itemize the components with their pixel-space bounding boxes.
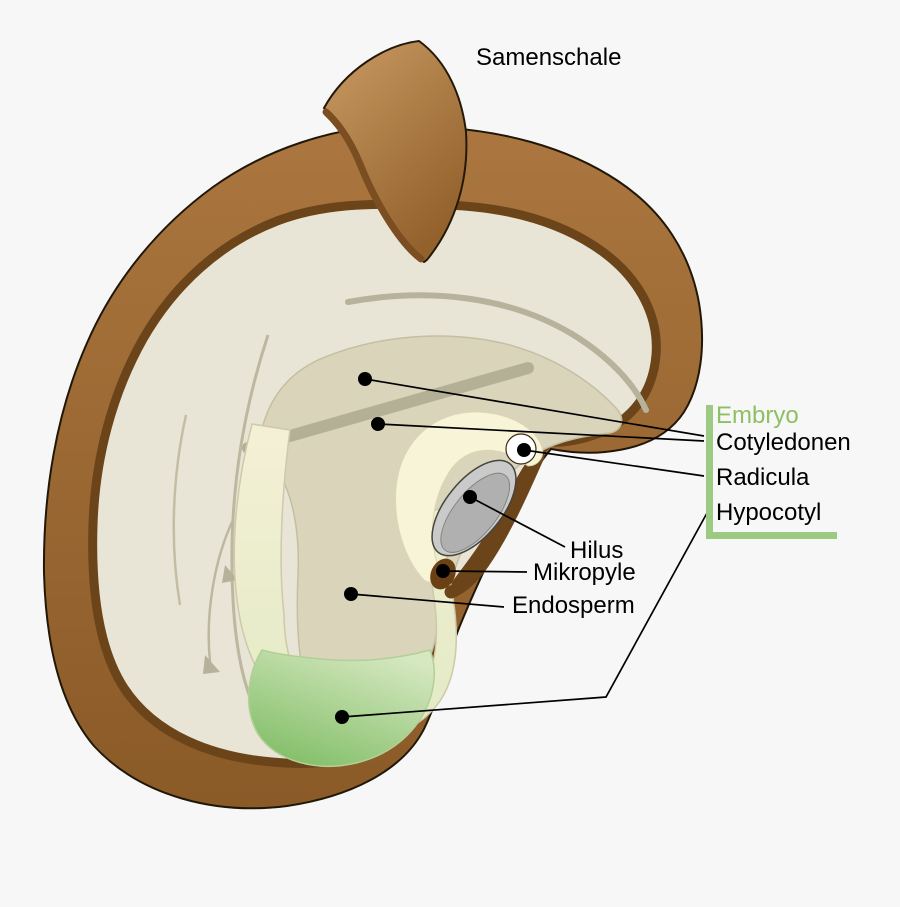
line-cotyledon-lower [377, 423, 705, 442]
label-endosperm: Endosperm [512, 592, 635, 619]
dot-hilus [463, 490, 477, 504]
line-hypocotyl [341, 512, 708, 718]
membrane-wrinkles [172, 334, 270, 723]
dot-cotyledon-lower [371, 417, 385, 431]
marker-dots [335, 372, 531, 724]
embryo-bracket [706, 405, 837, 539]
dot-cotyledon-upper [358, 372, 372, 386]
label-embryo: Embryo [716, 402, 799, 429]
dot-radicula [517, 443, 531, 457]
radicula-shape [431, 459, 517, 557]
label-cotyledonen: Cotyledonen [716, 429, 851, 456]
label-radicula: Radicula [716, 464, 810, 491]
dot-mikropyle [436, 564, 450, 578]
label-mikropyle: Mikropyle [533, 559, 636, 586]
label-hilus: Hilus [570, 537, 624, 564]
line-cotyledon-upper [364, 378, 705, 437]
label-samenschale: Samenschale [476, 44, 622, 71]
membrane-fold [345, 292, 649, 413]
flap-curl-shadow [322, 108, 425, 263]
hypocotyl-green-tip [248, 649, 435, 767]
dot-hypocotyl [335, 710, 349, 724]
dot-endosperm [344, 587, 358, 601]
seed-coat-flap [322, 39, 468, 264]
leader-lines [341, 378, 708, 718]
label-hypocotyl: Hypocotyl [716, 499, 822, 526]
line-radicula [523, 449, 705, 477]
line-endosperm [350, 593, 505, 608]
line-hilus [469, 496, 566, 548]
hilum-dark-band [444, 449, 545, 599]
line-mikropyle [442, 570, 528, 573]
